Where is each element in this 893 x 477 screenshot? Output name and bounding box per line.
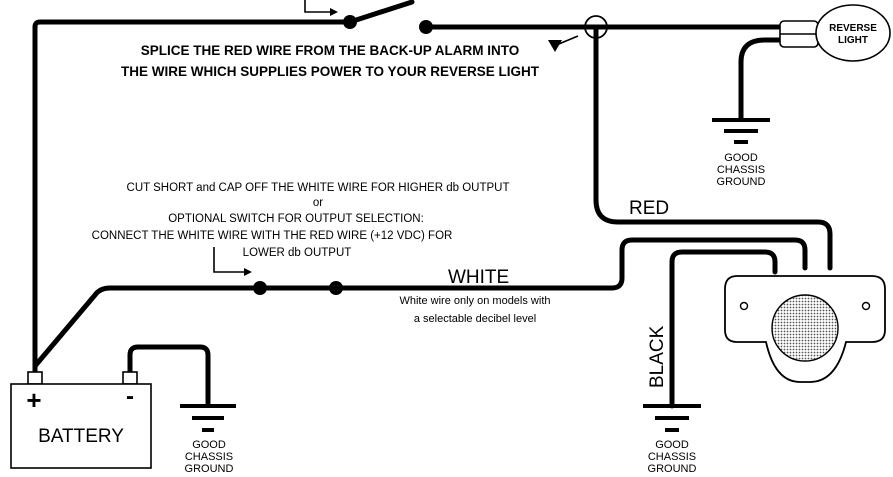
- splice-point: [584, 15, 608, 39]
- battery-negative-sign: -: [126, 383, 134, 410]
- ground-label-line3: GROUND: [717, 176, 766, 188]
- white-wire-label: WHITE: [448, 267, 509, 288]
- white-note-line1: White wire only on models with: [399, 295, 550, 307]
- reverse-light-ground-wire: [738, 37, 798, 121]
- lower-switch-contact-right: [329, 281, 343, 295]
- top-switch-pointer-arrow: [330, 8, 338, 16]
- ground-label-line1: GOOD: [655, 439, 689, 451]
- lower-switch-pointer: [213, 247, 244, 273]
- splice-note-line2: THE WIRE WHICH SUPPLIES POWER TO YOUR RE…: [121, 64, 540, 79]
- lower-switch-contact-left: [253, 281, 267, 295]
- output-note-line1: CUT SHORT and CAP OFF THE WHITE WIRE FOR…: [127, 182, 510, 194]
- reverse-light-bulb: [815, 4, 891, 62]
- top-switch-blade: [347, 0, 415, 25]
- output-note-line3: OPTIONAL SWITCH FOR OUTPUT SELECTION:: [168, 213, 424, 225]
- battery-body: [10, 383, 152, 469]
- ground-symbol-alarm: GOOD CHASSIS GROUND: [643, 404, 701, 475]
- ground-label-line2: CHASSIS: [185, 451, 233, 463]
- red-wire-label: RED: [629, 198, 669, 219]
- battery-positive-terminal: [27, 371, 43, 385]
- white-note-line2: a selectable decibel level: [414, 313, 536, 325]
- battery: + - BATTERY: [10, 371, 152, 469]
- reverse-light-label-line2: LIGHT: [838, 35, 868, 46]
- battery-positive-sign: +: [26, 385, 41, 415]
- battery-label: BATTERY: [38, 426, 124, 447]
- backup-alarm-mount-hole-left: [739, 301, 749, 311]
- ground-symbol-battery: GOOD CHASSIS GROUND: [180, 404, 236, 475]
- backup-alarm: [724, 275, 886, 383]
- output-note-line2: or: [313, 197, 323, 209]
- reverse-light-label-line1: REVERSE: [829, 23, 877, 34]
- ground-label-line2: CHASSIS: [648, 451, 696, 463]
- ground-label-line3: GROUND: [185, 463, 234, 475]
- splice-note-line1: SPLICE THE RED WIRE FROM THE BACK-UP ALA…: [141, 43, 520, 58]
- splice-pointer-arrow: [548, 40, 562, 52]
- battery-positive-wire: [32, 19, 353, 375]
- black-wire: [669, 249, 778, 406]
- ground-label-line2: CHASSIS: [717, 164, 765, 176]
- top-switch-contact-left: [343, 15, 357, 29]
- lower-switch-pointer-arrow: [244, 268, 252, 276]
- battery-branch-wire: [32, 285, 261, 369]
- backup-alarm-speaker-grille: [771, 294, 839, 362]
- ground-label-line3: GROUND: [648, 463, 697, 475]
- output-note-line4: CONNECT THE WHITE WIRE WITH THE RED WIRE…: [92, 230, 453, 242]
- white-wire: [333, 237, 808, 291]
- top-switch-contact-right: [419, 20, 433, 34]
- ground-symbol-reverse-light: GOOD CHASSIS GROUND: [712, 118, 770, 188]
- ground-label-line1: GOOD: [724, 152, 758, 164]
- reverse-light: REVERSE LIGHT: [779, 4, 891, 62]
- battery-negative-wire: [127, 344, 211, 406]
- backup-alarm-mount-hole-right: [861, 301, 871, 311]
- red-wire: [593, 27, 833, 271]
- ground-label-line1: GOOD: [192, 439, 226, 451]
- output-note-line5: LOWER db OUTPUT: [243, 247, 352, 259]
- black-wire-label: BLACK: [647, 325, 668, 388]
- top-switch-pointer: [304, 0, 330, 13]
